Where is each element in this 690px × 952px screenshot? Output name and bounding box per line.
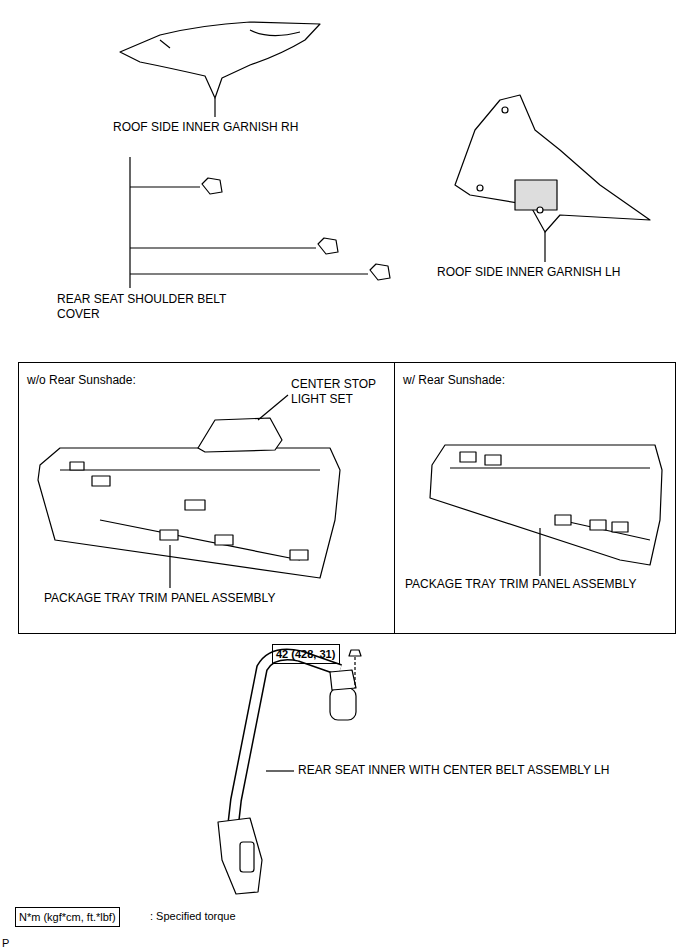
belt-cover bbox=[202, 178, 222, 194]
retractor bbox=[330, 688, 356, 720]
bolt bbox=[349, 650, 361, 656]
part-name: REAR SEAT SHOULDER BELT COVER bbox=[57, 292, 227, 322]
part-name: REAR SEAT INNER WITH CENTER BELT ASSEMBL… bbox=[298, 763, 683, 778]
torque-box: 42 (428, 31) bbox=[272, 644, 340, 664]
torque-box: N*m (kgf*cm, ft.*lbf) bbox=[15, 907, 120, 927]
part-name: ROOF SIDE INNER GARNISH RH bbox=[113, 120, 353, 135]
stop-light bbox=[198, 418, 282, 452]
leader-line bbox=[169, 545, 170, 588]
package-tray bbox=[430, 445, 662, 565]
variant-heading: w/ Rear Sunshade: bbox=[403, 373, 603, 388]
garnish-rh bbox=[120, 22, 320, 98]
leader-line bbox=[130, 157, 368, 288]
belt-cover bbox=[370, 264, 390, 280]
variant-panel: w/ Rear Sunshade: PACKAGE TRAY TRIM PANEL… bbox=[394, 362, 676, 634]
belt-cover bbox=[318, 238, 338, 254]
variant-panel: w/o Rear Sunshade: CENTER STOP LIGHT SET P… bbox=[18, 362, 395, 634]
package-tray bbox=[38, 448, 340, 578]
leader-line bbox=[258, 395, 288, 420]
seat-belt bbox=[232, 655, 340, 836]
part-name: CENTER STOP LIGHT SET bbox=[291, 377, 381, 407]
garnish-lh bbox=[455, 95, 650, 232]
variant-heading: w/o Rear Sunshade: bbox=[27, 373, 227, 388]
leader-line bbox=[544, 232, 545, 262]
part-name: PACKAGE TRAY TRIM PANEL ASSEMBLY bbox=[44, 591, 344, 606]
part-name: ROOF SIDE INNER GARNISH LH bbox=[437, 265, 677, 280]
torque-value: N*m (kgf*cm, ft.*lbf) bbox=[19, 910, 116, 924]
note-text: P bbox=[2, 936, 22, 951]
leader-line bbox=[214, 98, 215, 117]
torque-value: 42 (428, 31) bbox=[276, 647, 335, 661]
part-name: PACKAGE TRAY TRIM PANEL ASSEMBLY bbox=[405, 577, 675, 592]
note-text: : Specified torque bbox=[150, 909, 350, 924]
leader-line bbox=[539, 528, 540, 576]
buckle bbox=[218, 818, 262, 894]
leader-line bbox=[266, 770, 294, 771]
